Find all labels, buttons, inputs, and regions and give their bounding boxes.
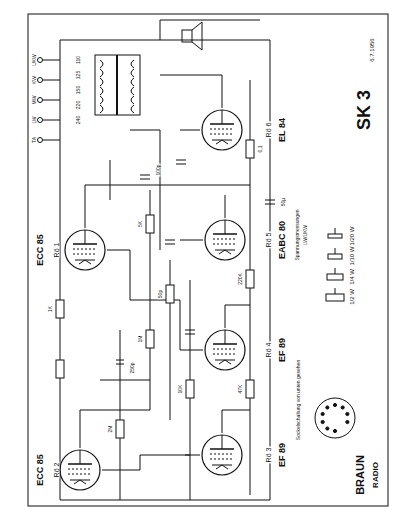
value-label: MW [32,95,37,106]
mains-transformer [95,55,140,115]
value-label: 100p [156,163,161,176]
value-label: BRAUN [355,454,366,496]
value-label: 50p [158,289,163,299]
value-label: 1/10 W [349,245,355,266]
value-label: 5K [138,220,143,228]
value-label: 47K [238,384,243,395]
value-label: 1/20 W [349,225,355,246]
value-label: 1/4 W [349,268,355,286]
model-name: SK 3 [355,89,373,131]
value-label: TA [32,136,37,144]
resistors [56,140,254,438]
value-label: 110 [76,55,81,65]
value-label: LW/UKW [303,224,308,246]
value-label: Sockelschaltung von unten gesehen [296,359,301,441]
tube-label: Rö 2 [53,462,60,479]
value-label: 240 [76,115,81,125]
value-label: 6.7.1956 [369,37,375,62]
value-label: UKW [32,53,37,67]
value-label: 50µ [281,197,286,207]
octal-socket [315,398,355,438]
value-label: 2M [108,425,113,434]
value-label: 0,1 [258,145,263,154]
tube-label: EL 84 [278,117,287,143]
tube-label: Rö 3 [265,447,272,464]
switch-contacts [38,58,43,143]
value-label: 220K [238,272,243,286]
tube-label: ECC 85 [36,233,45,267]
value-label: 150 [76,85,81,95]
tube-label: Rö 1 [53,242,60,259]
value-label: 1/2 W [349,288,355,306]
value-label: KW [32,75,37,85]
tube-label: EF 89 [278,337,287,363]
wires [40,20,270,500]
value-label: 125 [76,70,81,80]
tube-label: EABC 80 [278,220,287,260]
value-label: 1K [48,305,53,313]
value-label: LW [32,115,37,124]
value-label: 10K [178,384,183,395]
frame [28,14,388,506]
value-label: 220 [76,100,81,110]
tube-label: Rö 6 [265,122,272,139]
value-label: 250p [130,361,135,374]
speaker [182,22,202,50]
tube-label: EF 89 [278,442,287,468]
tubes [60,110,245,490]
tube-label: Rö 4 [265,342,272,359]
value-label: Spannungsmessungen [295,208,300,261]
tube-label: ECC 85 [36,453,45,487]
value-label: RADIO [372,461,380,489]
capacitors [116,160,275,364]
tube-label: Rö 5 [265,232,272,249]
resistor-legend [326,228,344,301]
value-label: 1M [138,335,143,344]
